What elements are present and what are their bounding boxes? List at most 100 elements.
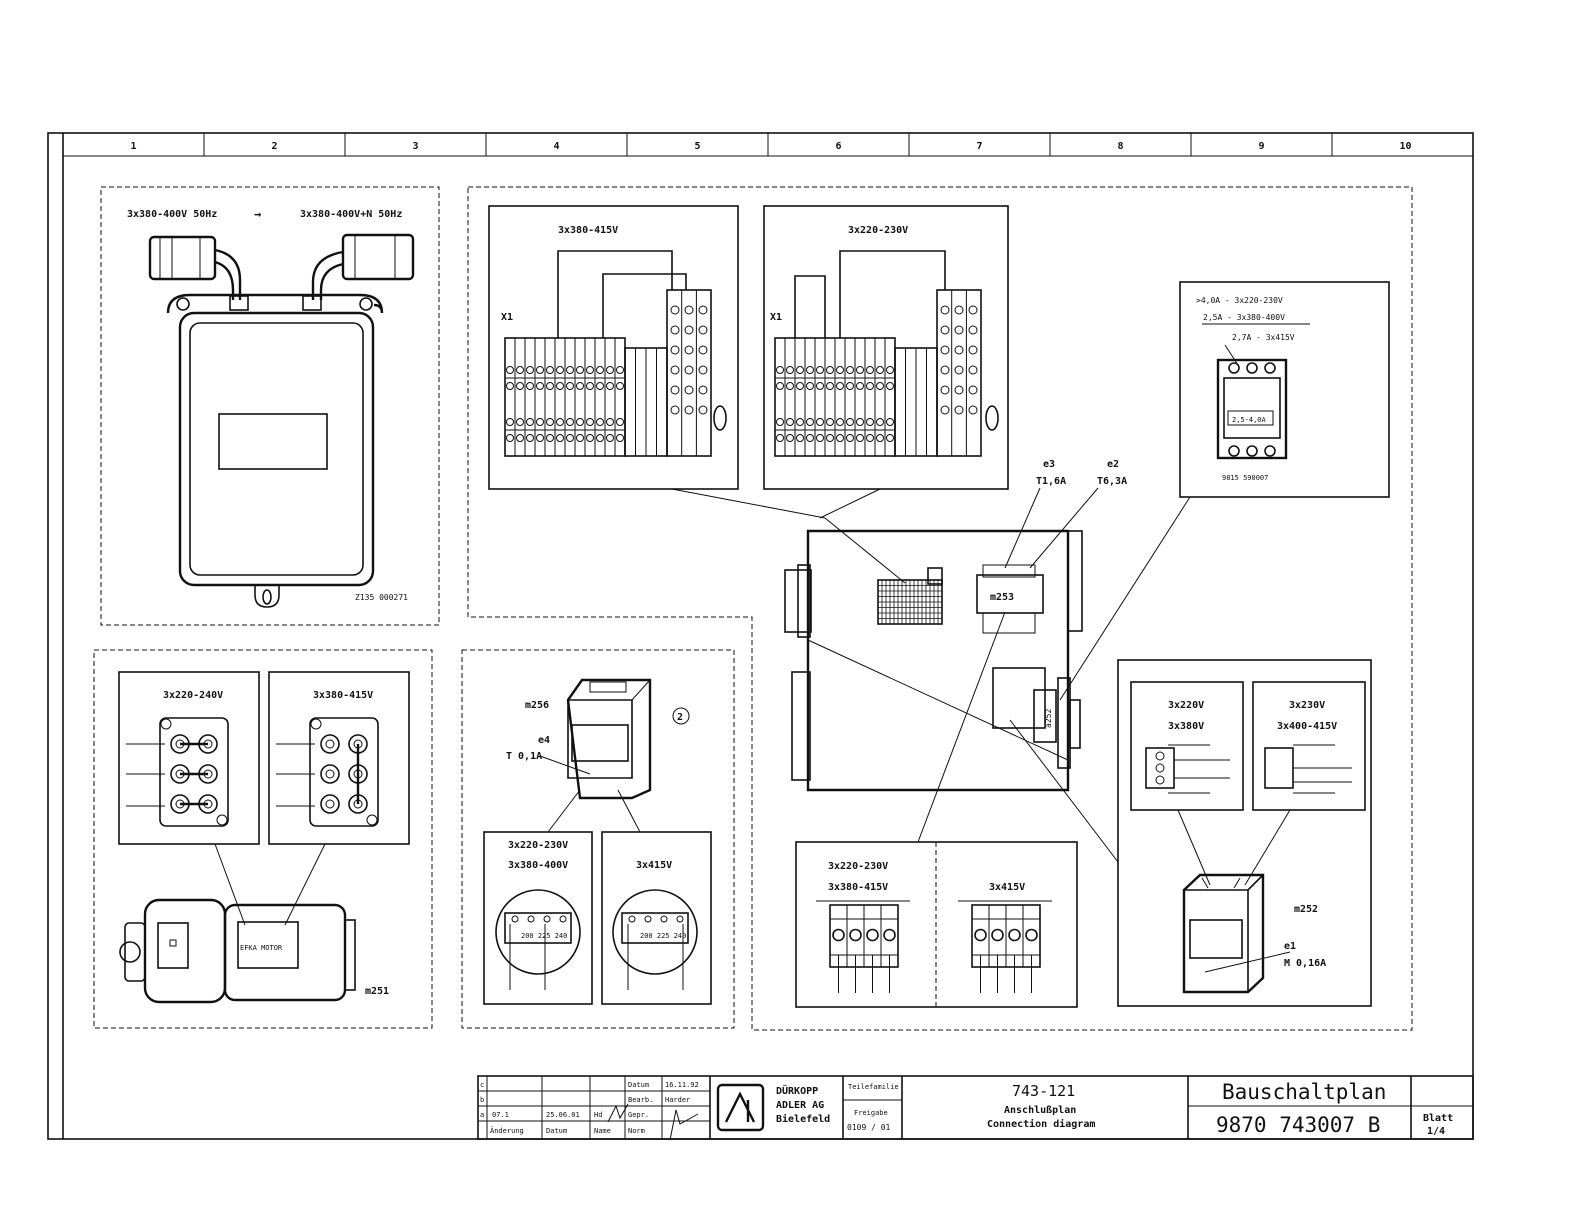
sheet-label: Blatt (1423, 1113, 1453, 1124)
fuse-e2-value: T6,3A (1097, 476, 1127, 487)
approval-datum-label: Datum (628, 1081, 649, 1089)
company-logo (716, 1083, 765, 1132)
approval-bearb-value: Harder (665, 1096, 690, 1104)
column-number: 5 (695, 141, 701, 152)
m252-panel (1117, 659, 1372, 1007)
terminal-box-right: 3x220-230V X1 (763, 205, 1009, 490)
column-number: 3 (413, 141, 419, 152)
column-number: 9 (1259, 141, 1265, 152)
adapter-input-label: 3x380-400V 50Hz (127, 209, 217, 220)
terminal-strip-left (504, 289, 712, 457)
terminal-box-left-title: 3x380-415V (558, 225, 618, 236)
column-number: 8 (1118, 141, 1124, 152)
column-number: 4 (554, 141, 560, 152)
title-block: c b a 07.1 25.06.01 Hd Änderung Datum Na… (477, 1075, 1474, 1141)
m252-left-variant: 3x220V 3x380V (1130, 681, 1244, 811)
terminal-strip-right (774, 289, 982, 457)
company-line-1: DÜRKOPP (776, 1083, 818, 1097)
m252-label: m252 (1294, 904, 1318, 915)
motor-terminal-right: 3x380-415V (268, 671, 410, 845)
drawing-frame (47, 132, 1474, 1140)
m256-fuse-value: T 0,1A (506, 751, 542, 762)
m256-panel (461, 649, 735, 1029)
m252-right-variant: 3x230V 3x400-415V (1252, 681, 1366, 811)
rev-idx-b: b (480, 1096, 484, 1104)
fuse-e3-id: e3 (1043, 459, 1055, 470)
motor-terminal-left: 3x220-240V (118, 671, 260, 845)
m256-label: m256 (525, 700, 549, 711)
m256-left-variant: 3x220-230V 3x380-400V 200 225 240 (483, 831, 593, 1005)
adapter-drawing (148, 233, 415, 608)
approval-norm-label: Norm (628, 1127, 645, 1135)
m256-right-line1: 3x415V (636, 860, 672, 871)
motor-plate-text: EFKA MOTOR (240, 944, 283, 952)
company-line-2: ADLER AG (776, 1100, 824, 1111)
m256-circle-mark (672, 707, 690, 725)
document-type: Bauschaltplan (1222, 1080, 1386, 1104)
overload-line-1: >4,0A - 3x220-230V (1196, 296, 1283, 305)
family-label: Teilefamilie (848, 1083, 899, 1091)
approval-gepr-label: Gepr. (628, 1111, 649, 1119)
terminal-box-right-title: 3x220-230V (848, 225, 908, 236)
switch-terminal-panel: 3x220-230V 3x380-415V 3x415V (795, 841, 1078, 1008)
terminal-box-left-strip: X1 (501, 312, 513, 323)
m252-device (1182, 873, 1291, 994)
column-ruler: 1 2 3 4 5 6 7 8 9 10 (131, 133, 1412, 156)
approval-datum-value: 16.11.92 (665, 1081, 699, 1089)
control-terminal-block (877, 567, 943, 625)
approval-bearb-label: Bearb. (628, 1096, 653, 1104)
overload-dial-label: 2,5-4,0A (1232, 416, 1267, 424)
overload-line-3: 2,7A - 3x415V (1232, 333, 1295, 342)
description-en: Connection diagram (987, 1118, 1095, 1130)
footer-change: Änderung (490, 1126, 524, 1135)
release-value: 0109 / 01 (847, 1123, 891, 1132)
footer-date: Datum (546, 1127, 567, 1135)
fuse-e2-id: e2 (1107, 459, 1119, 470)
motor-right-title: 3x380-415V (313, 690, 373, 701)
column-number: 6 (836, 141, 842, 152)
overload-relay-box: >4,0A - 3x220-230V 2,5A - 3x380-400V 2,7… (1179, 281, 1390, 498)
m252-right-line1: 3x230V (1289, 700, 1325, 711)
terminal-box-left: 3x380-415V X1 (488, 205, 739, 490)
control-panel-outline (467, 186, 1413, 1031)
rev-a-date: 25.06.01 (546, 1111, 580, 1119)
m256-fuse-id: e4 (538, 735, 550, 746)
terminal-box-right-strip: X1 (770, 312, 782, 323)
signature (607, 1103, 699, 1141)
overload-part-no: 9815 590007 (1222, 474, 1268, 482)
column-number: 1 (131, 141, 137, 152)
adapter-arrow: → (254, 207, 261, 221)
svg-text:2: 2 (677, 712, 683, 723)
motor-drawing: EFKA MOTOR (119, 898, 356, 1004)
footer-name: Name (594, 1127, 611, 1135)
document-number: 9870 743007 B (1216, 1113, 1380, 1137)
rev-idx-a: a (480, 1111, 484, 1119)
adapter-output-label: 3x380-400V+N 50Hz (300, 209, 402, 220)
m256-device (539, 678, 652, 800)
column-number: 7 (977, 141, 983, 152)
adapter-part-no: Z135 000271 (355, 593, 408, 602)
column-number: 2 (272, 141, 278, 152)
m252-right-line2: 3x400-415V (1277, 721, 1337, 732)
rev-a-name: Hd (594, 1111, 602, 1119)
m252-left-line1: 3x220V (1168, 700, 1204, 711)
column-number: 10 (1400, 141, 1412, 152)
switch-left-line1: 3x220-230V (828, 861, 888, 872)
m252-fuse-id: e1 (1284, 941, 1296, 952)
fuse-e3-value: T1,6A (1036, 476, 1066, 487)
control-box: m253 a252 (784, 529, 1083, 792)
transformer-label: m253 (990, 592, 1014, 603)
switch-left-line2: 3x380-415V (828, 882, 888, 893)
m256-left-line1: 3x220-230V (508, 840, 568, 851)
module-label: a252 (1044, 709, 1053, 728)
motor-left-title: 3x220-240V (163, 690, 223, 701)
switch-right-line1: 3x415V (989, 882, 1025, 893)
m252-fuse-value: M 0,16A (1284, 958, 1326, 969)
motor-panel (93, 649, 433, 1029)
company-line-3: Bielefeld (776, 1113, 830, 1125)
adapter-panel (100, 186, 440, 626)
motor-label: m251 (365, 986, 389, 997)
sheet-value: 1/4 (1427, 1126, 1445, 1137)
model-number: 743-121 (1012, 1082, 1075, 1100)
